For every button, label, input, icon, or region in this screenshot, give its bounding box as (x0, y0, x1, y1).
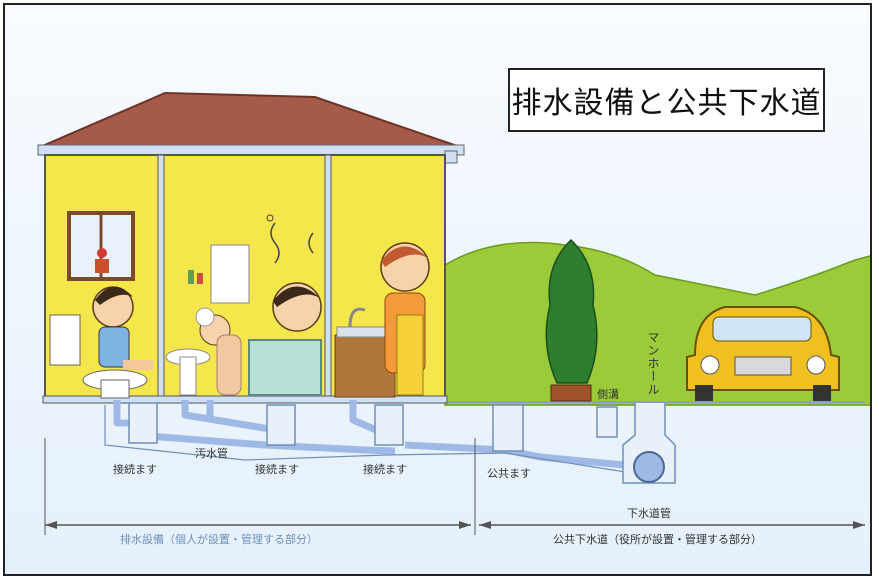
diagram-frame: 排水設備と公共下水道 接続ます 汚水管 接続ます 接続ます 公共ます 側溝 マン… (3, 3, 872, 576)
bathtub (248, 339, 322, 396)
label-side-ditch: 側溝 (597, 388, 619, 401)
connection-basin (374, 404, 404, 446)
diagram-title: 排水設備と公共下水道 (508, 68, 825, 132)
public-basin (492, 404, 524, 452)
connection-basin (266, 404, 296, 446)
sewer-main (633, 451, 665, 483)
cabinet (210, 244, 250, 304)
label-manhole: マンホール (646, 331, 660, 396)
car-headlight (700, 355, 720, 375)
tree-pot (550, 384, 592, 402)
apron (396, 314, 424, 396)
partition (324, 154, 332, 401)
car-grille (734, 356, 792, 376)
label-public-section: 公共下水道（役所が設置・管理する部分） (553, 533, 762, 546)
gutter (444, 150, 458, 164)
label-public-basin: 公共ます (487, 467, 531, 480)
floor (42, 395, 448, 404)
label-sewage-pipe: 汚水管 (195, 447, 228, 460)
label-private-section: 排水設備（個人が設置・管理する部分） (120, 533, 318, 546)
label-connect-3: 接続ます (363, 463, 407, 476)
car-windshield (712, 316, 812, 342)
label-sewer-main: 下水道管 (627, 507, 671, 520)
label-connect-1: 接続ます (113, 463, 157, 476)
eave (37, 144, 465, 156)
flower-pot (95, 259, 109, 273)
toilet-tank (49, 314, 81, 366)
boy-body (98, 326, 130, 368)
connection-basin (128, 402, 158, 444)
side-ditch (596, 406, 618, 438)
car-headlight (806, 355, 826, 375)
partition (157, 154, 165, 401)
steam (270, 222, 280, 264)
tree (545, 238, 598, 384)
label-connect-2: 接続ます (255, 463, 299, 476)
